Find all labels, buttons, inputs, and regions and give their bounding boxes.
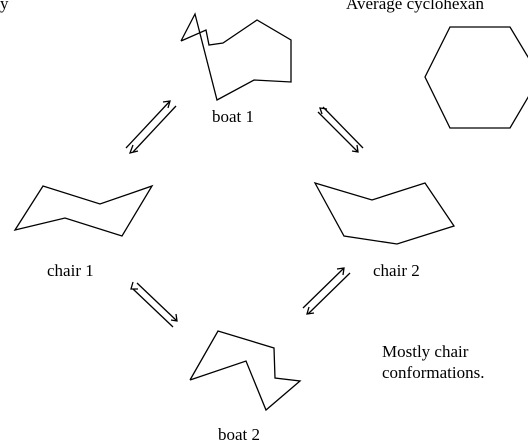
equilibrium-arrow-boat1-chair2 bbox=[317, 106, 364, 153]
note-line-1: Mostly chair bbox=[382, 342, 469, 361]
header-left-text: y bbox=[0, 0, 9, 13]
equilibrium-arrow-chair2-boat2 bbox=[302, 267, 351, 315]
average-cyclohexane-hexagon bbox=[424, 26, 528, 129]
boat-2-structure bbox=[189, 330, 302, 412]
equilibrium-arrow-boat1-chair1 bbox=[125, 100, 177, 154]
header-average-cyclohexane-label: Average cyclohexan bbox=[346, 0, 484, 13]
equilibrium-arrow-chair1-boat2 bbox=[130, 281, 178, 328]
boat-2-label: boat 2 bbox=[218, 425, 261, 444]
chair-2-structure bbox=[313, 181, 456, 245]
note-line-2: conformations. bbox=[382, 363, 485, 382]
boat-1-structure bbox=[180, 12, 292, 101]
boat-1-label: boat 1 bbox=[212, 107, 255, 126]
chair-1-label: chair 1 bbox=[47, 261, 94, 280]
chair-1-structure bbox=[13, 184, 154, 237]
chair-2-label: chair 2 bbox=[373, 261, 420, 280]
note-text: Mostly chair conformations. bbox=[382, 341, 484, 383]
